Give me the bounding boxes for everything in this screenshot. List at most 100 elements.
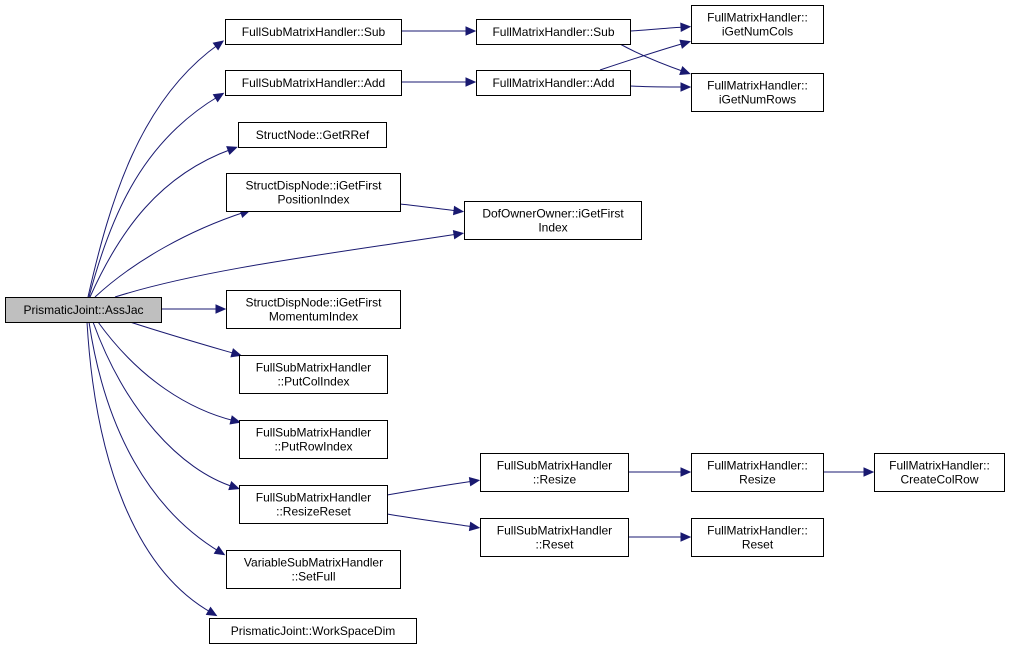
node-label: PositionIndex — [277, 193, 349, 207]
edge-fsmh_sub-to-fmh_sub — [401, 26, 477, 36]
edge-line — [386, 480, 475, 496]
node-label: PrismaticJoint::AssJac — [23, 303, 143, 317]
node-label: iGetNumCols — [722, 25, 793, 39]
arrowhead — [229, 415, 242, 425]
node-box — [239, 355, 388, 394]
arrowhead — [680, 532, 692, 542]
edge-line — [619, 43, 686, 73]
node-label: Reset — [742, 538, 774, 552]
node-label: Index — [538, 221, 567, 235]
node-assjac[interactable]: PrismaticJoint::AssJac — [5, 297, 162, 323]
node-box — [239, 485, 388, 524]
arrowhead — [212, 92, 225, 103]
node-fmh-add[interactable]: FullMatrixHandler::Add — [476, 70, 631, 96]
edge-line — [399, 203, 459, 212]
node-label: FullMatrixHandler::Add — [492, 76, 614, 90]
node-label: VariableSubMatrixHandler — [244, 556, 383, 570]
edge-resizereset-to-fsmh_resize — [386, 476, 481, 496]
node-label: ::ResizeReset — [276, 505, 351, 519]
arrowhead — [863, 467, 875, 477]
arrowhead — [215, 304, 227, 314]
node-box — [464, 201, 642, 240]
node-label: StructDispNode::iGetFirst — [245, 179, 382, 193]
arrowhead — [205, 606, 218, 617]
node-label: StructDispNode::iGetFirst — [245, 296, 382, 310]
node-label: FullMatrixHandler:: — [889, 459, 990, 473]
edge-fsmh_add-to-fmh_add — [401, 77, 477, 87]
node-label: ::PutColIndex — [277, 375, 349, 389]
node-box — [225, 19, 402, 45]
node-label: FullMatrixHandler::Sub — [492, 25, 614, 39]
edge-line — [88, 321, 221, 553]
edge-fmh_resize-to-fmh_createcolrow — [823, 467, 875, 477]
node-box — [239, 420, 388, 459]
node-fmh-reset[interactable]: FullMatrixHandler::Reset — [691, 518, 824, 557]
node-label: iGetNumRows — [719, 93, 796, 107]
edge-fmh_sub-to-fmh_numcols — [629, 22, 692, 33]
arrowhead — [213, 545, 226, 556]
edge-line — [87, 43, 220, 298]
edge-line — [386, 513, 475, 528]
edge-line — [629, 85, 686, 88]
node-workspace[interactable]: PrismaticJoint::WorkSpaceDim — [209, 618, 417, 644]
arrowhead — [465, 77, 477, 87]
node-setfull[interactable]: VariableSubMatrixHandler::SetFull — [226, 550, 401, 589]
node-box — [209, 618, 417, 644]
node-fsmh-reset[interactable]: FullSubMatrixHandler::Reset — [480, 518, 629, 557]
node-getrref[interactable]: StructNode::GetRRef — [238, 122, 387, 148]
node-box — [476, 19, 631, 45]
node-box — [225, 70, 402, 96]
node-fmh-createcolrow[interactable]: FullMatrixHandler::CreateColRow — [874, 453, 1005, 492]
node-fmh-resize[interactable]: FullMatrixHandler::Resize — [691, 453, 824, 492]
arrowhead — [680, 22, 692, 33]
edge-assjac-to-getrref — [89, 146, 238, 298]
node-label: Resize — [739, 473, 776, 487]
edge-line — [97, 321, 236, 422]
node-fsmh-resize[interactable]: FullSubMatrixHandler::Resize — [480, 453, 629, 492]
node-label: ::Reset — [535, 538, 574, 552]
arrowhead — [680, 467, 692, 477]
node-box — [691, 453, 824, 492]
node-label: FullMatrixHandler:: — [707, 79, 808, 93]
node-box — [226, 290, 401, 329]
arrowhead — [679, 66, 691, 75]
arrowhead — [452, 229, 465, 240]
node-label: CreateColRow — [900, 473, 978, 487]
node-label: FullSubMatrixHandler::Sub — [242, 25, 386, 39]
edge-fsmh_resize-to-fmh_resize — [628, 467, 692, 477]
node-putcol[interactable]: FullSubMatrixHandler::PutColIndex — [239, 355, 388, 394]
node-fsmh-add[interactable]: FullSubMatrixHandler::Add — [225, 70, 402, 96]
edge-fsmh_reset-to-fmh_reset — [628, 532, 692, 542]
node-box — [480, 453, 629, 492]
edge-assjac-to-putrow — [97, 321, 242, 425]
node-fmh-numrows[interactable]: FullMatrixHandler::iGetNumRows — [691, 73, 824, 112]
edge-fmh_add-to-fmh_numcols — [599, 39, 691, 71]
arrowhead — [226, 146, 238, 156]
node-fsmh-sub[interactable]: FullSubMatrixHandler::Sub — [225, 19, 402, 45]
edge-resizereset-to-fsmh_reset — [386, 513, 481, 532]
node-label: ::Resize — [533, 473, 577, 487]
node-label: FullMatrixHandler:: — [707, 11, 808, 25]
node-fmh-sub[interactable]: FullMatrixHandler::Sub — [476, 19, 631, 45]
node-label: FullSubMatrixHandler — [497, 524, 612, 538]
nodes-layer: PrismaticJoint::AssJacFullSubMatrixHandl… — [5, 5, 1005, 644]
node-label: DofOwnerOwner::iGetFirst — [482, 207, 624, 221]
node-resizereset[interactable]: FullSubMatrixHandler::ResizeReset — [239, 485, 388, 524]
node-fmh-numcols[interactable]: FullMatrixHandler::iGetNumCols — [691, 5, 824, 44]
edge-line — [94, 211, 246, 298]
node-box — [691, 73, 824, 112]
edge-line — [599, 42, 686, 71]
node-box — [226, 173, 401, 212]
node-box — [5, 297, 162, 323]
node-putrow[interactable]: FullSubMatrixHandler::PutRowIndex — [239, 420, 388, 459]
edge-assjac-to-setfull — [88, 321, 226, 556]
edge-assjac-to-sdn_pos — [94, 208, 251, 298]
edge-assjac-to-resizereset — [92, 321, 240, 491]
arrowhead — [680, 82, 692, 92]
edge-assjac-to-sdn_mom — [161, 304, 227, 314]
node-label: FullSubMatrixHandler::Add — [242, 76, 385, 90]
